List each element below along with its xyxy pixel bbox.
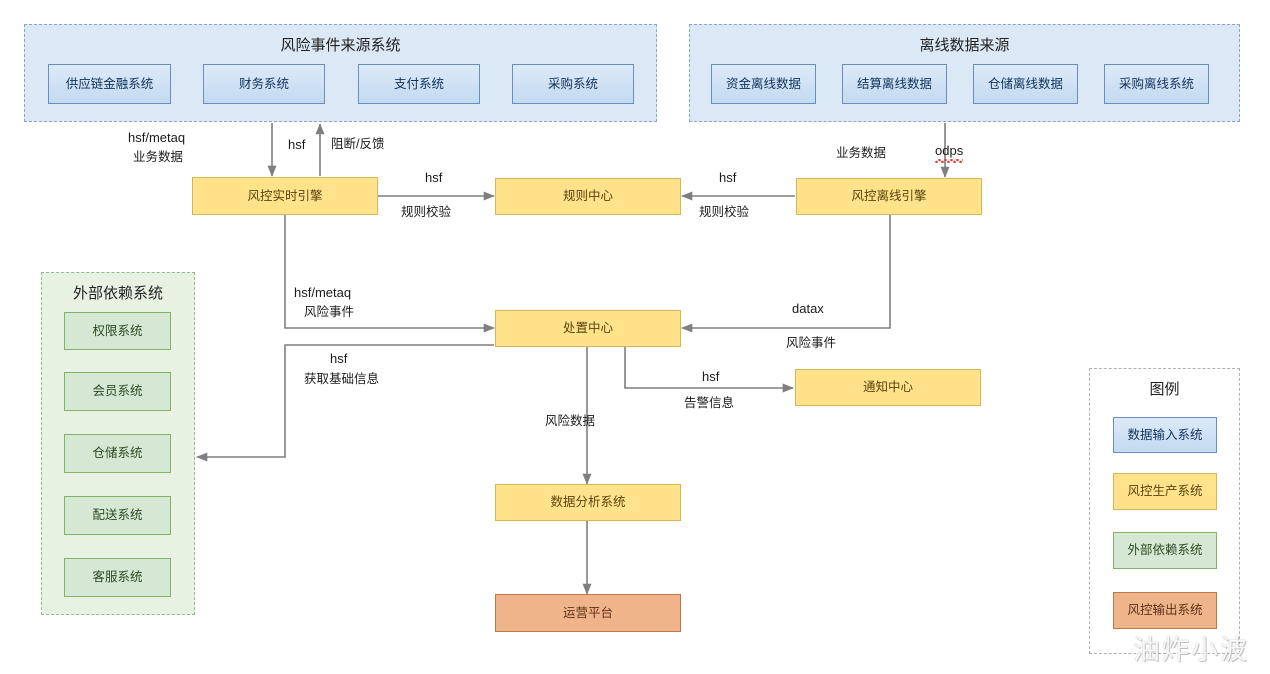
label-offline-input-proto: odps [935, 143, 964, 158]
label-dispose-to-analysis: 风险数据 [545, 414, 596, 428]
node-payment-system[interactable]: 支付系统 [358, 64, 480, 104]
node-delivery-system[interactable]: 配送系统 [64, 496, 171, 535]
label-realtime-to-dispose-proto: hsf/metaq [294, 285, 352, 300]
label-dispose-to-external-proto: hsf [330, 351, 348, 366]
edge-offline-engine-to-dispose [681, 215, 891, 333]
group-external-deps-title: 外部依赖系统 [72, 285, 163, 302]
legend-item-data-input: 数据输入系统 [1113, 417, 1217, 453]
label-offline-to-dispose-data: 风险事件 [786, 336, 837, 350]
node-warehouse-offline-data[interactable]: 仓储离线数据 [973, 64, 1078, 104]
group-offline-source-title: 离线数据来源 [919, 37, 1010, 54]
node-permission-system[interactable]: 权限系统 [64, 312, 171, 350]
label-offline-input-proto-wrap: odps [935, 142, 964, 163]
legend-item-risk-output: 风控输出系统 [1113, 592, 1217, 629]
node-finance-system[interactable]: 财务系统 [203, 64, 325, 104]
node-warehouse-system[interactable]: 仓储系统 [64, 434, 171, 473]
label-dispose-to-external-data: 获取基础信息 [304, 372, 380, 386]
node-ops-platform[interactable]: 运营平台 [495, 594, 681, 632]
label-source-to-realtime-data: 业务数据 [133, 150, 184, 164]
node-rule-center[interactable]: 规则中心 [495, 178, 681, 215]
label-source-to-realtime-proto: hsf/metaq [128, 130, 186, 145]
legend-title: 图例 [1149, 381, 1180, 398]
label-realtime-to-source-data: 阻断/反馈 [331, 137, 385, 151]
legend-item-risk-produce: 风控生产系统 [1113, 473, 1217, 510]
node-settlement-offline-data[interactable]: 结算离线数据 [842, 64, 947, 104]
node-notify-center[interactable]: 通知中心 [795, 369, 981, 406]
node-procurement-offline-system[interactable]: 采购离线系统 [1104, 64, 1209, 104]
node-offline-risk-engine[interactable]: 风控离线引擎 [796, 178, 982, 215]
label-realtime-to-rule-proto: hsf [425, 170, 443, 185]
label-offline-to-rule-proto: hsf [719, 170, 737, 185]
node-realtime-risk-engine[interactable]: 风控实时引擎 [192, 177, 378, 215]
legend-item-external-dep: 外部依赖系统 [1113, 532, 1217, 569]
label-dispose-to-notify-proto: hsf [702, 369, 720, 384]
label-offline-input-data: 业务数据 [836, 146, 887, 160]
label-realtime-to-rule-data: 规则校验 [401, 205, 452, 219]
node-fund-offline-data[interactable]: 资金离线数据 [711, 64, 816, 104]
node-member-system[interactable]: 会员系统 [64, 372, 171, 411]
label-offline-to-dispose-proto: datax [792, 301, 824, 316]
watermark: 油炸小波 [1133, 635, 1249, 666]
label-dispose-to-notify-data: 告警信息 [684, 396, 735, 410]
node-data-analysis-system[interactable]: 数据分析系统 [495, 484, 681, 521]
node-supply-chain-finance[interactable]: 供应链金融系统 [48, 64, 171, 104]
label-realtime-to-dispose-data: 风险事件 [304, 305, 355, 319]
label-realtime-to-source-proto: hsf [288, 137, 306, 152]
label-offline-to-rule-data: 规则校验 [699, 205, 750, 219]
node-customer-service-system[interactable]: 客服系统 [64, 558, 171, 597]
node-procurement-system[interactable]: 采购系统 [512, 64, 634, 104]
group-risk-source-title: 风险事件来源系统 [280, 37, 401, 54]
node-dispose-center[interactable]: 处置中心 [495, 310, 681, 347]
spellcheck-squiggle-icon [935, 159, 964, 163]
